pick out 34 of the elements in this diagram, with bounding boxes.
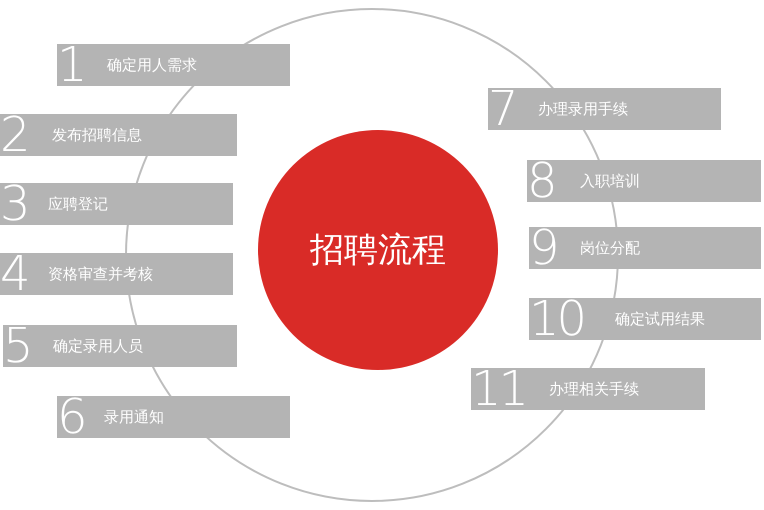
- step-label: 发布招聘信息: [52, 126, 142, 144]
- step-number: 5: [3, 323, 31, 369]
- step-bar: [0, 114, 237, 156]
- step-bar: [0, 253, 233, 295]
- step-bar: [529, 298, 761, 340]
- step-number: 8: [527, 158, 555, 204]
- step-bar: [57, 396, 290, 438]
- step-bar: [527, 160, 761, 202]
- step-number: 3: [0, 181, 28, 227]
- step-bar: [3, 325, 237, 367]
- step-bar: [57, 44, 290, 86]
- step-label: 办理录用手续: [538, 100, 628, 118]
- step-number: 2: [0, 112, 28, 158]
- step-label: 录用通知: [104, 408, 164, 426]
- step-bar: [471, 368, 705, 410]
- step-bar: [488, 88, 721, 130]
- step-bar: [529, 227, 761, 269]
- step-number: 10: [529, 296, 584, 342]
- step-label: 办理相关手续: [549, 380, 639, 398]
- step-label: 岗位分配: [580, 239, 640, 257]
- step-number: 4: [0, 251, 28, 297]
- step-label: 资格审查并考核: [48, 265, 153, 283]
- step-number: 9: [529, 225, 557, 271]
- step-number: 11: [471, 366, 526, 412]
- step-label: 确定录用人员: [53, 337, 143, 355]
- step-number: 6: [57, 394, 85, 440]
- step-number: 7: [488, 86, 516, 132]
- step-bar: [0, 183, 233, 225]
- step-number: 1: [57, 42, 85, 88]
- step-label: 应聘登记: [48, 195, 108, 213]
- step-label: 确定试用结果: [615, 310, 705, 328]
- center-title: 招聘流程: [310, 229, 446, 272]
- step-label: 确定用人需求: [107, 56, 197, 74]
- step-label: 入职培训: [580, 172, 640, 190]
